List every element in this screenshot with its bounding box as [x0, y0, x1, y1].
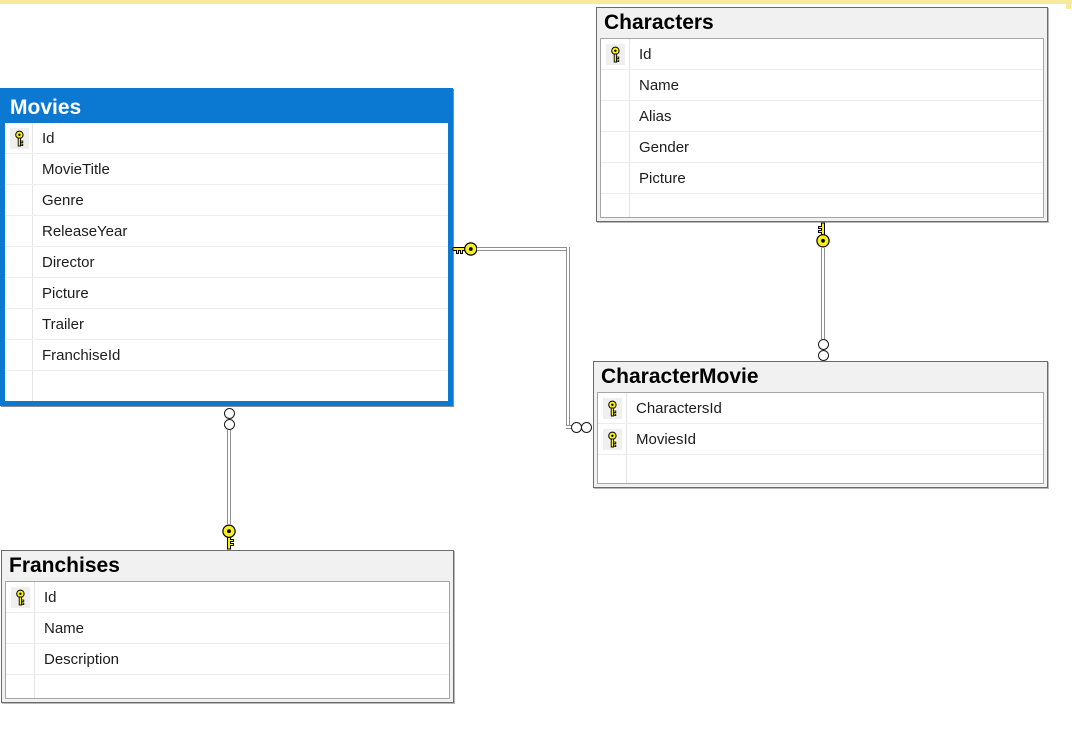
column-name: Picture [639, 169, 686, 187]
column-row[interactable]: Alias [601, 101, 1043, 132]
relationship-line-segment[interactable] [821, 248, 825, 339]
primary-key-icon [606, 44, 625, 65]
column-row[interactable]: Trailer [5, 309, 448, 340]
top-edge-highlight-line [0, 0, 1072, 4]
gutter-separator [32, 123, 33, 401]
column-name: ReleaseYear [42, 222, 128, 240]
column-name: Trailer [42, 315, 84, 333]
column-name: Name [44, 619, 85, 637]
table-characters-columns: Id Name Alias Gender Picture [600, 38, 1044, 218]
column-row[interactable]: MoviesId [598, 424, 1043, 455]
column-name: MoviesId [636, 430, 697, 448]
column-name: Picture [42, 284, 89, 302]
column-row[interactable]: Name [601, 70, 1043, 101]
table-characters-header[interactable]: Characters [597, 8, 1047, 37]
one-side-key-icon [222, 524, 236, 550]
table-franchises-title: Franchises [9, 553, 120, 577]
primary-key-icon [603, 429, 622, 450]
column-name: MovieTitle [42, 160, 110, 178]
table-movies-header[interactable]: Movies [5, 93, 448, 123]
many-side-infinity-icon [818, 350, 829, 361]
column-row[interactable]: Picture [601, 163, 1043, 194]
column-name: Alias [639, 107, 672, 125]
table-characters[interactable]: Characters Id Name Alias Gender Picture [596, 7, 1048, 222]
table-characters-title: Characters [604, 10, 714, 34]
relationship-line-segment[interactable] [566, 425, 574, 429]
table-franchises-header[interactable]: Franchises [2, 551, 453, 580]
column-row[interactable]: FranchiseId [5, 340, 448, 371]
column-row[interactable]: Genre [5, 185, 448, 216]
table-movies-title: Movies [10, 96, 82, 119]
column-row[interactable]: MovieTitle [5, 154, 448, 185]
relationship-line-segment[interactable] [227, 430, 231, 524]
many-side-infinity-icon [818, 339, 829, 350]
column-name: Genre [42, 191, 84, 209]
top-edge-highlight-line-corner [1066, 0, 1071, 9]
relationship-line-segment[interactable] [566, 247, 570, 429]
one-side-key-icon [816, 222, 830, 248]
column-name: Description [44, 650, 120, 668]
gutter-separator [34, 582, 35, 698]
table-charactermovie-title: CharacterMovie [601, 364, 759, 388]
column-name: Name [639, 76, 680, 94]
column-row[interactable]: Gender [601, 132, 1043, 163]
primary-key-icon [603, 398, 622, 419]
column-name: Id [44, 588, 57, 606]
column-row[interactable]: CharactersId [598, 393, 1043, 424]
table-charactermovie[interactable]: CharacterMovie CharactersId MoviesId [593, 361, 1048, 488]
column-row[interactable]: Id [5, 123, 448, 154]
primary-key-icon [10, 128, 29, 149]
one-side-key-icon [452, 242, 478, 256]
column-name: CharactersId [636, 399, 722, 417]
many-side-infinity-icon [224, 408, 235, 419]
table-movies[interactable]: Movies Id MovieTitle Genre ReleaseYear D… [0, 88, 453, 406]
column-row[interactable]: ReleaseYear [5, 216, 448, 247]
table-movies-columns: Id MovieTitle Genre ReleaseYear Director… [5, 123, 448, 401]
column-row[interactable]: Picture [5, 278, 448, 309]
table-charactermovie-header[interactable]: CharacterMovie [594, 362, 1047, 391]
relationship-line-segment[interactable] [477, 247, 570, 251]
column-row[interactable]: Description [6, 644, 449, 675]
many-side-infinity-icon [224, 419, 235, 430]
column-name: Id [42, 129, 55, 147]
table-charactermovie-columns: CharactersId MoviesId [597, 392, 1044, 484]
column-row[interactable]: Name [6, 613, 449, 644]
column-name: FranchiseId [42, 346, 121, 364]
column-row[interactable]: Id [601, 39, 1043, 70]
column-name: Director [42, 253, 95, 271]
table-franchises[interactable]: Franchises Id Name Description [1, 550, 454, 703]
column-name: Gender [639, 138, 690, 156]
column-row[interactable]: Id [6, 582, 449, 613]
column-row[interactable]: Director [5, 247, 448, 278]
gutter-separator [626, 393, 627, 483]
gutter-separator [629, 39, 630, 217]
table-franchises-columns: Id Name Description [5, 581, 450, 699]
primary-key-icon [11, 587, 30, 608]
column-name: Id [639, 45, 652, 63]
many-side-infinity-icon [581, 422, 592, 433]
